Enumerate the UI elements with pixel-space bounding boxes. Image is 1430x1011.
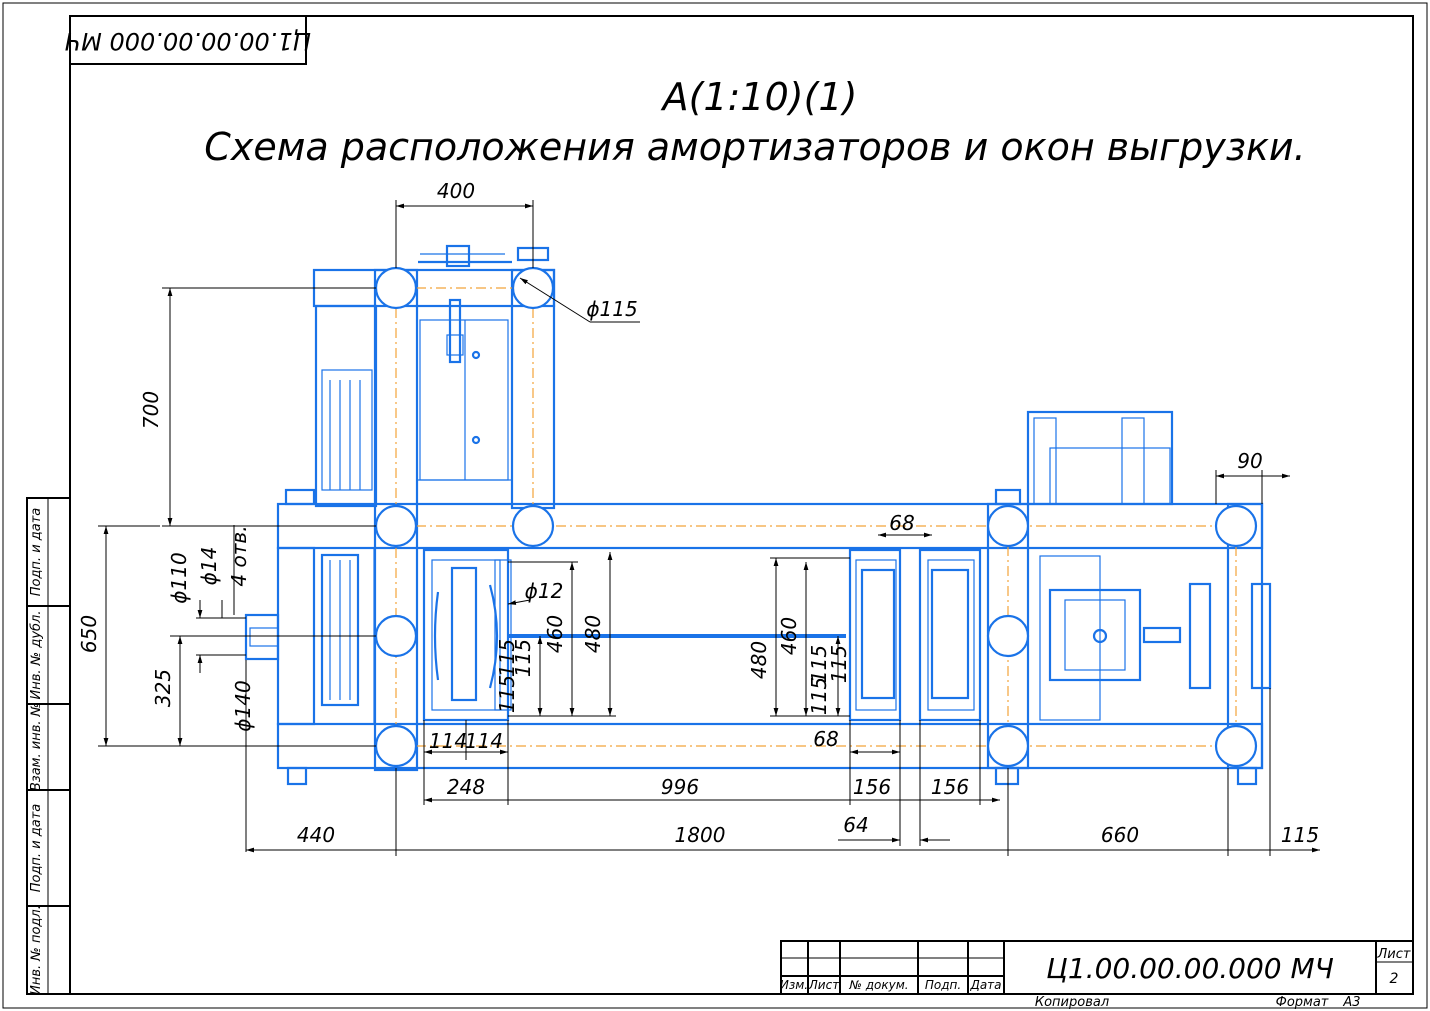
dim-68-top: 68 xyxy=(889,511,914,535)
absorber-11 xyxy=(1214,724,1258,768)
dim-480-right: 480 xyxy=(747,641,771,679)
dim-115-f: 115 xyxy=(827,645,851,683)
side-stamp-cell-5: Инв. № подл. xyxy=(29,905,44,995)
dim-phi115: ϕ115 xyxy=(586,297,637,321)
dimension-labels: 400 ϕ115 700 90 68 650 ϕ110 ϕ14 4 отв. ϕ… xyxy=(77,179,1319,847)
dim-115-e: 115 xyxy=(807,677,831,715)
side-stamp-cell-2: Инв. № дубл. xyxy=(29,611,44,700)
dim-114-a: 114 xyxy=(429,729,467,753)
absorber-5 xyxy=(374,614,418,658)
side-stamp-cell-4: Подп. и дата xyxy=(29,804,44,893)
dim-90: 90 xyxy=(1237,449,1262,473)
col-list: Лист xyxy=(808,978,840,992)
col-izm: Изм. xyxy=(780,978,808,992)
col-doc: № докум. xyxy=(848,978,908,992)
dim-115-b: 115 xyxy=(495,639,519,677)
dim-325: 325 xyxy=(151,669,175,707)
title-block: Изм. Лист № докум. Подп. Дата Ц1.00.00.0… xyxy=(780,940,1414,1010)
copied-label: Копировал xyxy=(1035,995,1109,1010)
format-value: А3 xyxy=(1342,995,1360,1010)
dim-460-left: 460 xyxy=(543,615,567,653)
absorber-3 xyxy=(374,504,418,548)
absorber-4 xyxy=(511,504,555,548)
absorber-8 xyxy=(986,614,1030,658)
dim-phi140: ϕ140 xyxy=(231,680,255,731)
absorber-9 xyxy=(986,724,1030,768)
dim-holes: 4 отв. xyxy=(227,525,251,586)
absorber-2 xyxy=(511,266,555,310)
dim-660: 660 xyxy=(1101,823,1139,847)
dim-68-bottom: 68 xyxy=(813,727,838,751)
dim-156-a: 156 xyxy=(853,775,891,799)
sheet-number: 2 xyxy=(1390,971,1399,987)
dim-115-a: 115 xyxy=(511,639,535,677)
dim-1800: 1800 xyxy=(675,823,726,847)
drawing-title: Схема расположения амортизаторов и окон … xyxy=(204,125,1305,169)
view-label: А(1:10)(1) xyxy=(660,75,858,119)
absorber-10 xyxy=(1214,504,1258,548)
dim-115-c: 115 xyxy=(495,675,519,713)
absorber-7 xyxy=(986,504,1030,548)
rotated-code-text: Ц1.00.00.00.000 МЧ xyxy=(65,27,312,55)
sheet-label: Лист xyxy=(1377,947,1411,962)
rotated-code-stamp: Ц1.00.00.00.000 МЧ xyxy=(65,15,312,65)
dim-700: 700 xyxy=(139,391,163,429)
dim-phi110: ϕ110 xyxy=(167,552,191,603)
side-stamp-cell-3: Взам. инв. № xyxy=(29,703,44,791)
title-block-code: Ц1.00.00.00.000 МЧ xyxy=(1046,952,1334,985)
format-label: Формат xyxy=(1276,995,1329,1010)
side-stamp: Подп. и дата Инв. № дубл. Взам. инв. № П… xyxy=(26,497,71,995)
dim-phi12: ϕ12 xyxy=(525,579,564,603)
dim-440: 440 xyxy=(297,823,335,847)
col-podp: Подп. xyxy=(925,978,961,992)
absorber-1 xyxy=(374,266,418,310)
absorber-6 xyxy=(374,724,418,768)
col-date: Дата xyxy=(969,978,1001,992)
dim-248: 248 xyxy=(447,775,485,799)
dim-114-b: 114 xyxy=(465,729,503,753)
dimension-lines xyxy=(98,200,1320,856)
dim-115-end: 115 xyxy=(1281,823,1319,847)
side-stamp-cell-1: Подп. и дата xyxy=(29,508,44,597)
dim-996: 996 xyxy=(661,775,699,799)
dim-480-left: 480 xyxy=(581,615,605,653)
dim-64: 64 xyxy=(843,813,868,837)
shock-absorbers xyxy=(374,266,1258,768)
dim-650: 650 xyxy=(77,615,101,653)
dim-400: 400 xyxy=(437,179,475,203)
dim-phi14: ϕ14 xyxy=(197,547,221,586)
dim-156-b: 156 xyxy=(931,775,969,799)
dim-115-d: 115 xyxy=(807,645,831,683)
dim-460-right: 460 xyxy=(777,617,801,655)
